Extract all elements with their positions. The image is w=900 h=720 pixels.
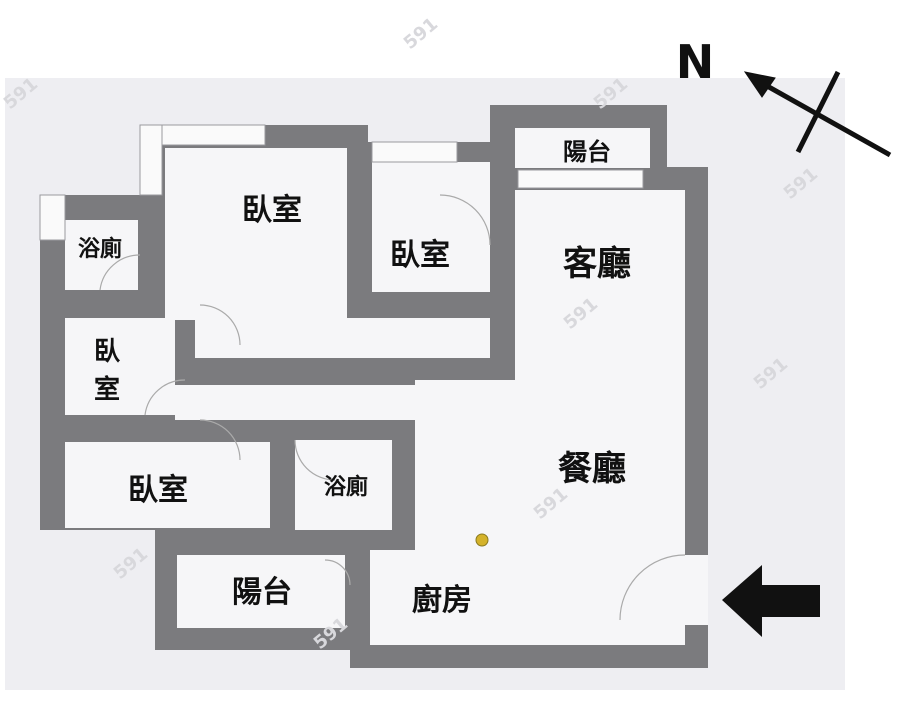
room-label-bath-2: 浴廁 [324,474,368,500]
room-label-dining-room: 餐廳 [558,449,626,489]
room-label-balcony-top: 陽台 [563,138,611,166]
room-label-bedroom-3-line1: 臥 [94,337,121,367]
compass-north-label: N [676,35,715,89]
svg-text:591: 591 [400,14,442,54]
door-swings [99,194,686,621]
fixture-dot-icon [475,533,489,547]
room-label-kitchen: 廚房 [412,583,472,618]
room-label-bedroom-3-line2: 室 [94,374,120,405]
entrance-arrow-icon [722,565,820,637]
windows [39,124,644,241]
room-label-living-room: 客廳 [563,244,631,284]
compass-arrow-icon [743,70,892,158]
room-label-bedroom-2: 臥室 [390,238,450,273]
room-label-bedroom-4: 臥室 [128,473,188,508]
room-floors [65,128,685,645]
room-label-bedroom-master: 臥室 [242,193,302,228]
room-label-balcony-bottom: 陽台 [232,575,292,610]
room-label-bath-1: 浴廁 [78,236,122,262]
entrance-door [685,555,708,625]
